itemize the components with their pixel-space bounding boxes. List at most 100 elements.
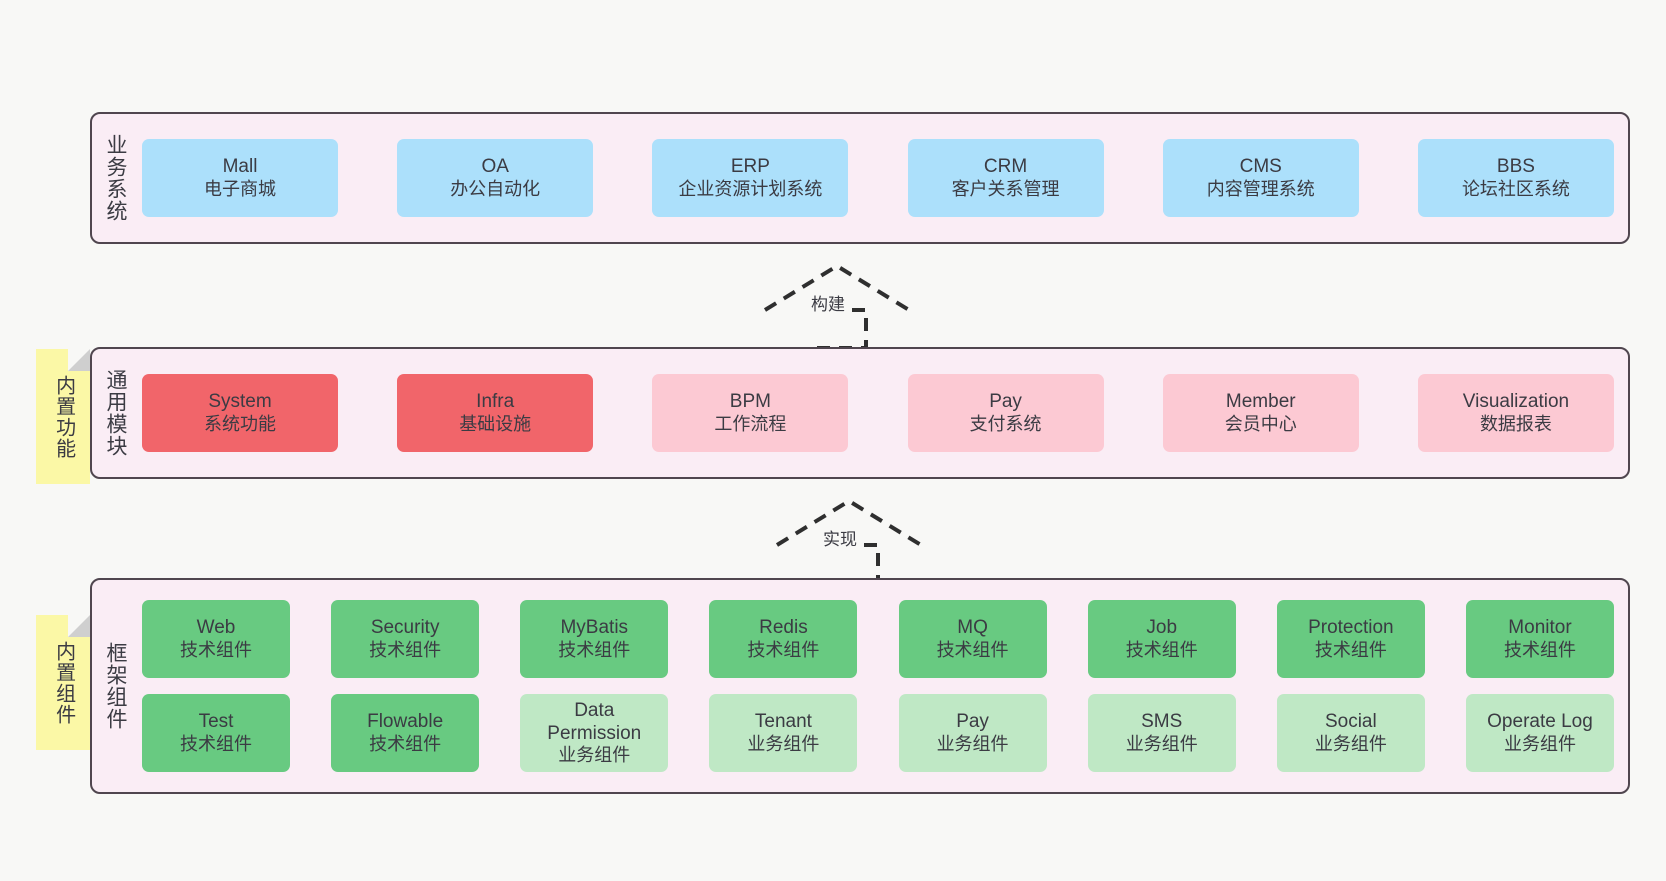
card-subtitle: 业务组件 — [936, 733, 1009, 754]
card-pay[interactable]: Pay 支付系统 — [907, 374, 1104, 452]
card-subtitle: 工作流程 — [714, 413, 787, 434]
card-cms[interactable]: CMS 内容管理系统 — [1162, 139, 1359, 217]
card-subtitle: 技术组件 — [558, 639, 631, 660]
card-row: Mall 电子商城 OA 办公自动化 ERP 企业资源计划系统 CRM 客户关系… — [142, 139, 1614, 217]
card-subtitle: 电子商城 — [204, 178, 276, 199]
card-bpm[interactable]: BPM 工作流程 — [652, 374, 849, 452]
card-title: MyBatis — [560, 617, 629, 639]
layer-title-common-modules: 通用模块 — [103, 369, 127, 457]
card-subtitle: 业务组件 — [1503, 733, 1576, 754]
card-title: ERP — [730, 156, 770, 178]
layer-body-framework: Web 技术组件 Security 技术组件 MyBatis 技术组件 Redi… — [138, 580, 1628, 792]
card-row: System 系统功能 Infra 基础设施 BPM 工作流程 Pay 支付系统… — [142, 374, 1614, 452]
card-subtitle: 基础设施 — [459, 413, 532, 434]
card-system[interactable]: System 系统功能 — [142, 374, 338, 452]
card-title: MQ — [957, 617, 988, 639]
layer-panel-business: 业务系统 Mall 电子商城 OA 办公自动化 ERP 企业资源计划系统 CRM… — [90, 112, 1630, 244]
card-sms[interactable]: SMS 业务组件 — [1087, 694, 1236, 772]
card-tenant[interactable]: Tenant 业务组件 — [709, 694, 858, 772]
layer-panel-common-modules: 通用模块 System 系统功能 Infra 基础设施 BPM 工作流程 Pay… — [90, 347, 1630, 479]
card-title: Protection — [1308, 617, 1394, 639]
card-pay-business[interactable]: Pay 业务组件 — [898, 694, 1047, 772]
connector-implement: 实现 — [774, 497, 924, 585]
card-title: Tenant — [754, 711, 812, 733]
card-row: Web 技术组件 Security 技术组件 MyBatis 技术组件 Redi… — [142, 600, 1614, 678]
card-title: BBS — [1496, 156, 1535, 178]
card-title: CRM — [983, 156, 1028, 178]
card-subtitle: 技术组件 — [1125, 639, 1198, 660]
card-subtitle: 技术组件 — [180, 639, 252, 660]
card-title: System — [208, 391, 272, 413]
card-title: Redis — [759, 617, 808, 639]
card-title: Monitor — [1508, 617, 1572, 639]
card-flowable[interactable]: Flowable 技术组件 — [331, 694, 480, 772]
card-subtitle: 客户关系管理 — [951, 178, 1060, 199]
card-subtitle: 技术组件 — [936, 639, 1009, 660]
card-crm[interactable]: CRM 客户关系管理 — [907, 139, 1104, 217]
card-member[interactable]: Member 会员中心 — [1162, 374, 1359, 452]
card-title: Pay — [989, 391, 1022, 413]
card-infra[interactable]: Infra 基础设施 — [397, 374, 594, 452]
layer-title-framework: 框架组件 — [103, 642, 127, 730]
card-data-permission[interactable]: Data Permission 业务组件 — [520, 694, 669, 772]
card-operate-log[interactable]: Operate Log 业务组件 — [1465, 694, 1614, 772]
sticky-note-label: 内置功能 — [52, 374, 75, 459]
card-subtitle: 技术组件 — [369, 639, 442, 660]
connector-build-label: 构建 — [808, 290, 848, 315]
connector-build: 构建 — [762, 262, 912, 350]
card-title: Pay — [956, 711, 989, 733]
card-subtitle: 技术组件 — [747, 639, 820, 660]
card-test[interactable]: Test 技术组件 — [142, 694, 290, 772]
card-oa[interactable]: OA 办公自动化 — [397, 139, 594, 217]
card-title: Data Permission — [547, 699, 642, 745]
card-title: CMS — [1239, 156, 1282, 178]
card-job[interactable]: Job 技术组件 — [1087, 600, 1236, 678]
sticky-note-label: 内置组件 — [52, 640, 75, 725]
card-title: Security — [370, 617, 440, 639]
layer-body-business: Mall 电子商城 OA 办公自动化 ERP 企业资源计划系统 CRM 客户关系… — [138, 114, 1628, 242]
sticky-note-builtin-components: 内置组件 — [36, 615, 90, 750]
card-subtitle: 企业资源计划系统 — [678, 178, 823, 199]
card-title: Web — [196, 617, 236, 639]
card-subtitle: 业务组件 — [558, 745, 631, 766]
card-web[interactable]: Web 技术组件 — [142, 600, 290, 678]
card-monitor[interactable]: Monitor 技术组件 — [1465, 600, 1614, 678]
card-title: SMS — [1141, 711, 1183, 733]
card-erp[interactable]: ERP 企业资源计划系统 — [652, 139, 849, 217]
card-redis[interactable]: Redis 技术组件 — [709, 600, 858, 678]
sticky-note-builtin-features: 内置功能 — [36, 349, 90, 484]
card-title: Job — [1146, 617, 1178, 639]
card-subtitle: 支付系统 — [969, 413, 1042, 434]
card-protection[interactable]: Protection 技术组件 — [1276, 600, 1425, 678]
card-subtitle: 数据报表 — [1479, 413, 1552, 434]
card-title: Infra — [476, 391, 515, 413]
card-title: Test — [198, 711, 234, 733]
card-bbs[interactable]: BBS 论坛社区系统 — [1417, 139, 1614, 217]
card-security[interactable]: Security 技术组件 — [331, 600, 480, 678]
card-subtitle: 业务组件 — [1314, 733, 1387, 754]
card-subtitle: 技术组件 — [369, 733, 442, 754]
card-title: Operate Log — [1487, 711, 1593, 733]
card-subtitle: 业务组件 — [747, 733, 820, 754]
card-subtitle: 业务组件 — [1125, 733, 1198, 754]
layer-title-business: 业务系统 — [103, 134, 127, 222]
card-mall[interactable]: Mall 电子商城 — [142, 139, 338, 217]
card-mq[interactable]: MQ 技术组件 — [898, 600, 1047, 678]
card-subtitle: 技术组件 — [1503, 639, 1576, 660]
connector-implement-label: 实现 — [820, 525, 860, 550]
card-visualization[interactable]: Visualization 数据报表 — [1417, 374, 1614, 452]
layer-panel-framework: 框架组件 Web 技术组件 Security 技术组件 MyBatis 技术组件… — [90, 578, 1630, 794]
card-title: Member — [1225, 391, 1296, 413]
card-subtitle: 论坛社区系统 — [1461, 178, 1570, 199]
card-row: Test 技术组件 Flowable 技术组件 Data Permission … — [142, 694, 1614, 772]
card-title: Flowable — [367, 711, 444, 733]
card-subtitle: 办公自动化 — [450, 178, 541, 199]
card-title: Visualization — [1462, 391, 1570, 413]
card-social[interactable]: Social 业务组件 — [1276, 694, 1425, 772]
card-title: BPM — [729, 391, 771, 413]
card-title: OA — [481, 156, 509, 178]
card-subtitle: 技术组件 — [180, 733, 252, 754]
card-title: Social — [1324, 711, 1377, 733]
card-mybatis[interactable]: MyBatis 技术组件 — [520, 600, 669, 678]
